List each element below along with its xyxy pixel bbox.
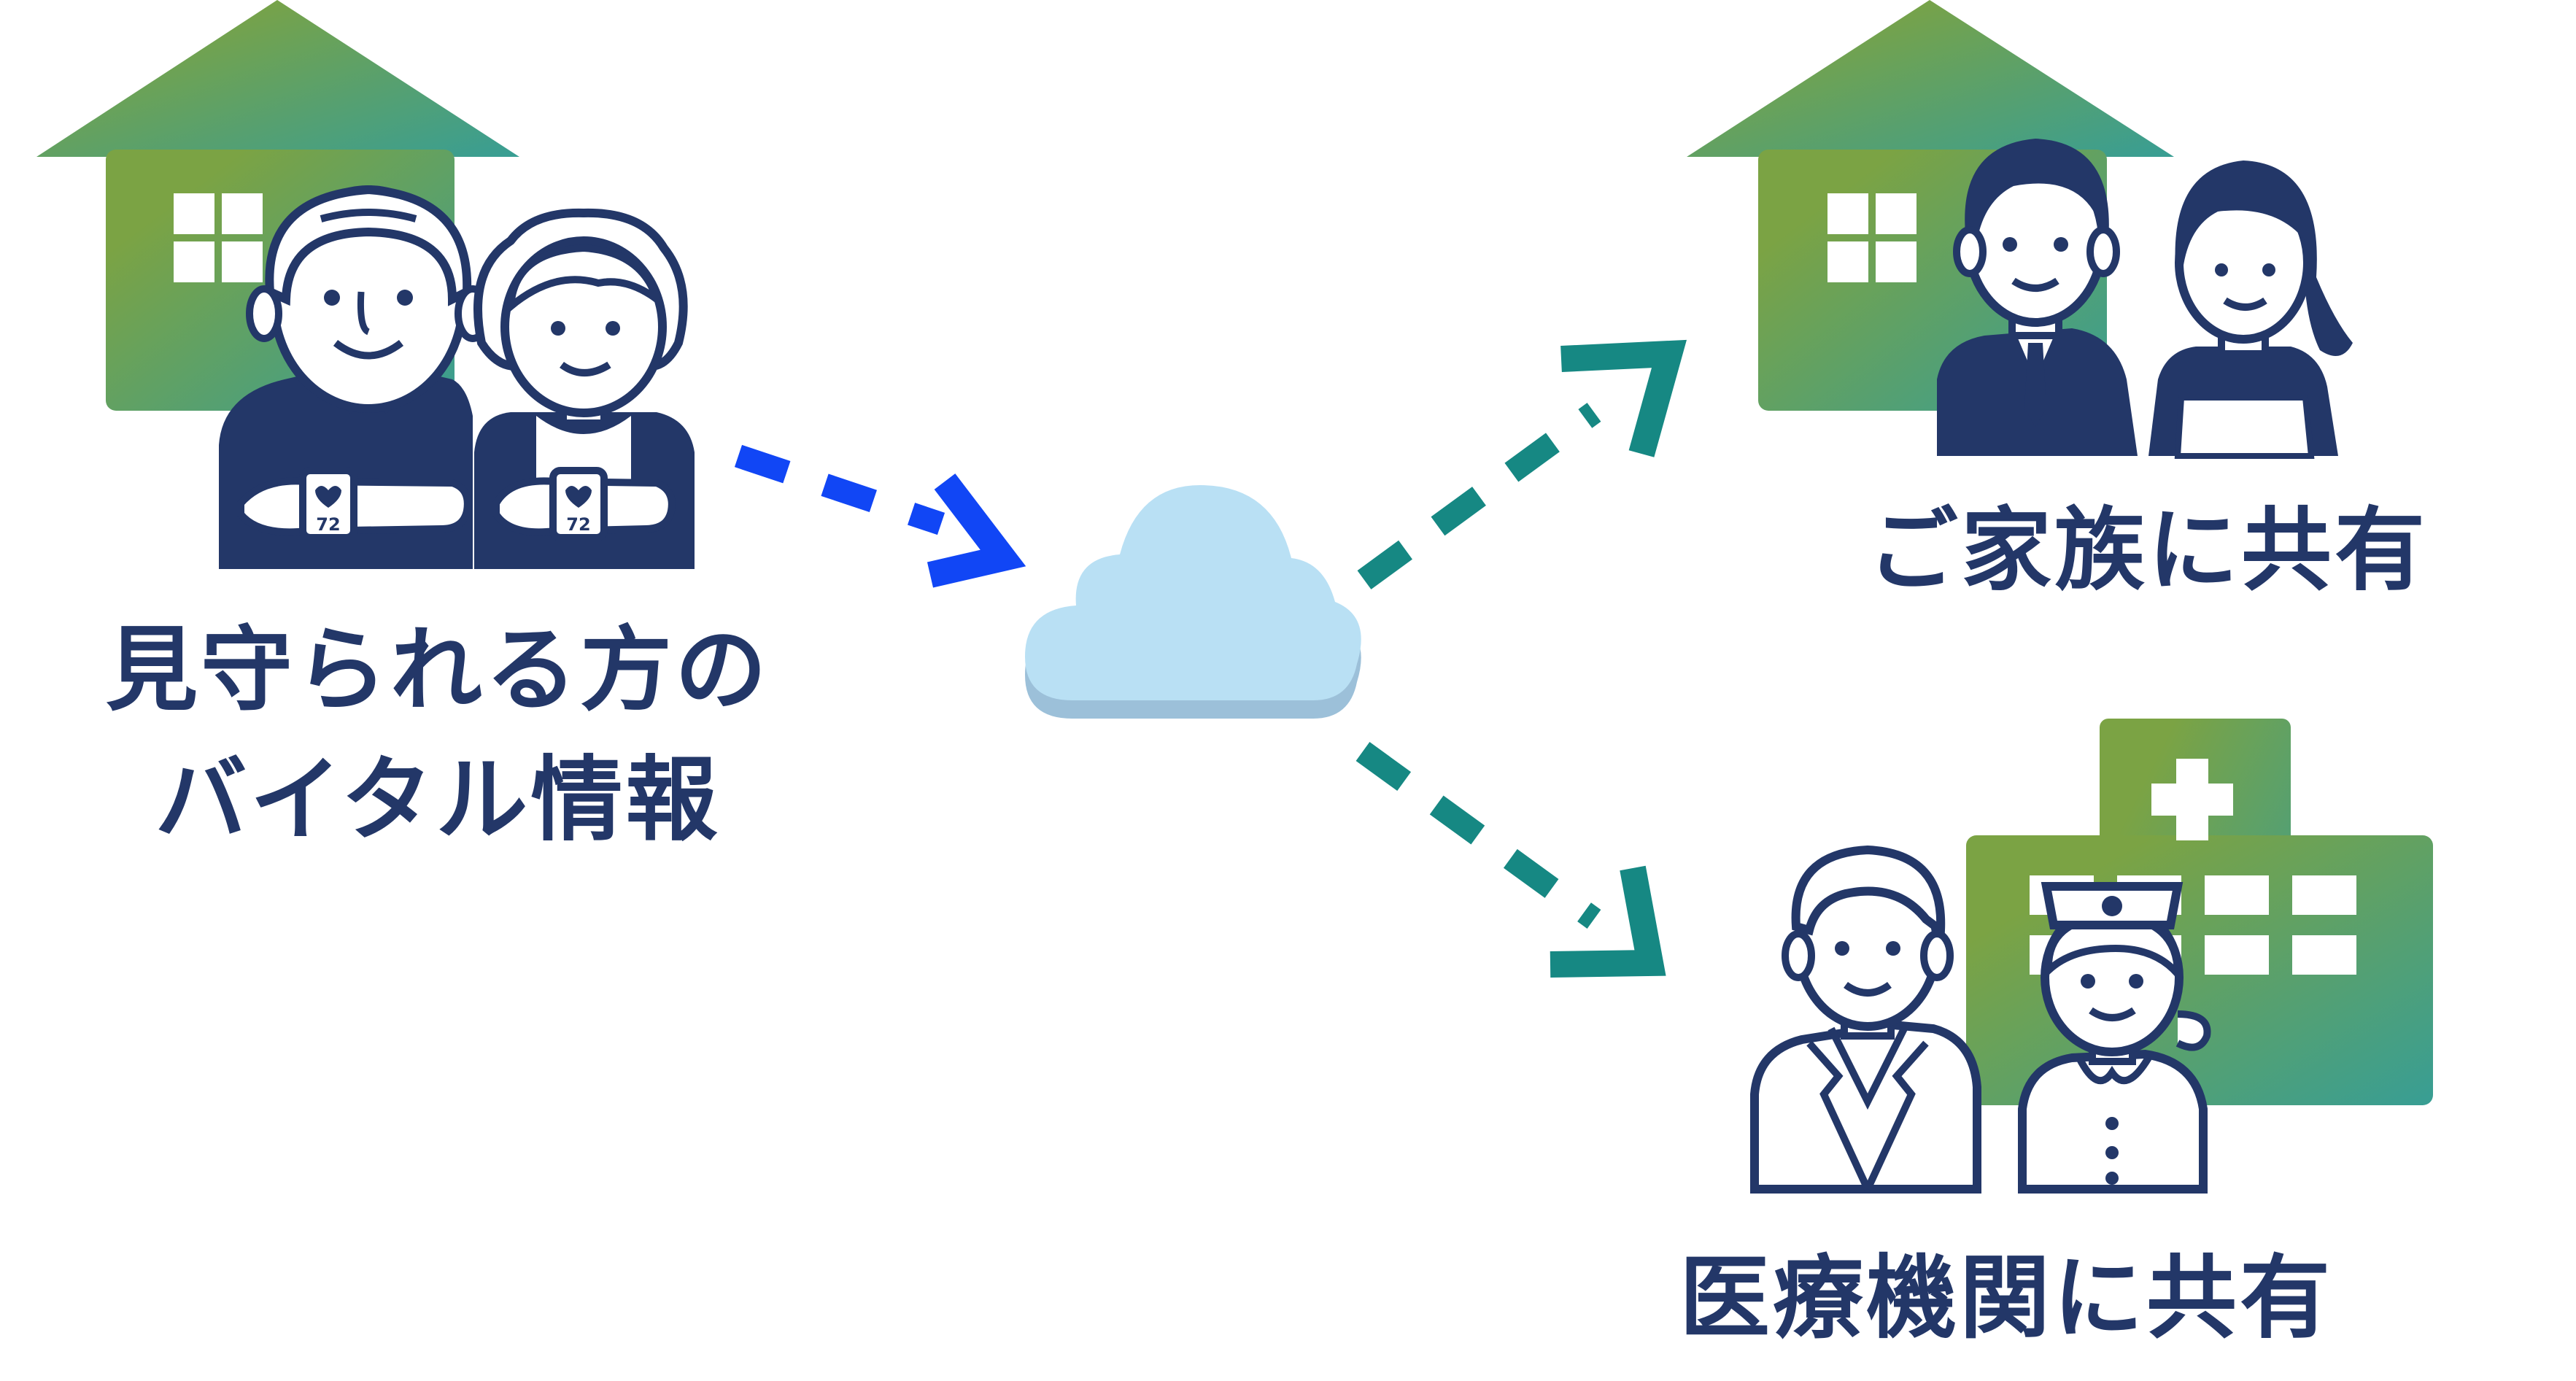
smartwatch-icon: 72 <box>549 467 608 541</box>
window-icon <box>1827 193 1916 282</box>
vitals-label-line1: 見守られる方の <box>106 616 770 724</box>
elderly-woman-icon: 72 <box>473 208 695 569</box>
window-icon <box>174 193 263 282</box>
vitals-label-line2: バイタル情報 <box>155 746 721 854</box>
nurse-icon <box>2018 882 2211 1194</box>
arrow-to-family <box>1357 339 1687 589</box>
cloud-icon <box>1025 485 1361 719</box>
watch-reading: 72 <box>316 514 340 535</box>
cross-icon <box>2151 759 2233 840</box>
arrow-to-medical <box>1355 742 1666 978</box>
doctor-icon <box>1750 845 1981 1194</box>
family-share-label: ご家族に共有 <box>1868 498 2429 603</box>
watch-reading: 72 <box>566 514 590 535</box>
vitals-label: 見守られる方の バイタル情報 <box>102 606 773 865</box>
family-man-icon <box>1937 139 2138 456</box>
family-woman-icon <box>2148 160 2353 459</box>
arrow-to-cloud <box>734 444 1026 588</box>
elderly-man-icon: 72 <box>219 185 491 569</box>
smartwatch-icon: 72 <box>299 467 357 541</box>
medical-share-label: 医療機関に共有 <box>1679 1246 2333 1351</box>
